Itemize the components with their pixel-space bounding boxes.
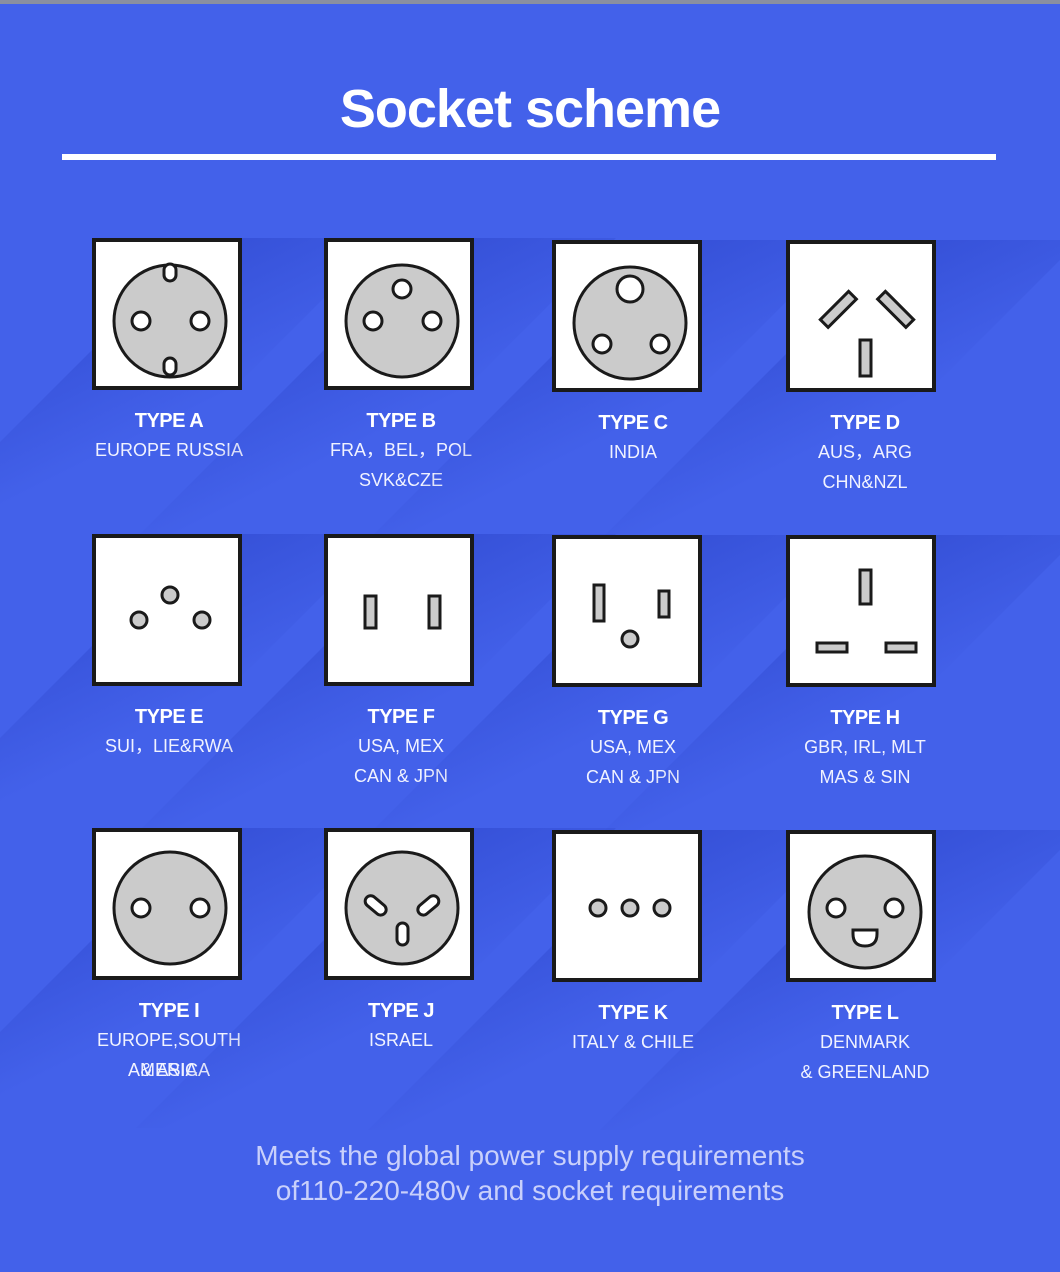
socket-countries: DENMARK <box>819 1032 910 1052</box>
page-title: Socket scheme <box>339 79 721 139</box>
socket-type-i-icon <box>92 828 242 980</box>
socket-countries: & GREENLAND <box>800 1062 930 1082</box>
socket-type-g-icon <box>552 535 702 687</box>
socket-countries: SUI，LIE&RWA <box>104 736 234 756</box>
socket-type-label: TYPE F <box>367 706 435 728</box>
socket-type-label: TYPE K <box>598 1002 668 1024</box>
socket-countries: ITALY & CHILE <box>571 1032 695 1052</box>
socket-countries: MAS & SIN <box>819 767 911 787</box>
socket-countries: EUROPE RUSSIA <box>94 440 244 460</box>
socket-type-f-icon <box>324 534 474 686</box>
title-underline <box>62 154 996 160</box>
socket-type-h-icon <box>786 535 936 687</box>
socket-countries: CAN & JPN <box>353 766 449 786</box>
socket-type-k-icon <box>552 830 702 982</box>
socket-type-label: TYPE L <box>831 1002 899 1024</box>
socket-type-label: TYPE C <box>598 412 668 434</box>
socket-countries: USA, MEX <box>589 737 677 757</box>
footer-note: Meets the global power supply requiremen… <box>0 1138 1060 1208</box>
socket-countries: CHN&NZL <box>822 472 908 492</box>
socket-countries: EUROPE,SOUTH AMERICA <box>96 1030 242 1080</box>
socket-countries: ISRAEL <box>368 1030 434 1050</box>
socket-type-label: TYPE D <box>830 412 900 434</box>
socket-countries: FRA，BEL，POL <box>329 440 473 460</box>
socket-type-c-icon <box>552 240 702 392</box>
socket-countries: AUS，ARG <box>817 442 913 462</box>
socket-countries: CAN & JPN <box>585 767 681 787</box>
socket-type-d-icon <box>786 240 936 392</box>
socket-type-e-icon <box>92 534 242 686</box>
footer-line-2: of110-220-480v and socket requirements <box>275 1175 785 1206</box>
socket-type-label: TYPE A <box>134 410 204 432</box>
socket-countries: & ASIA <box>140 1060 198 1080</box>
top-border <box>0 0 1060 4</box>
socket-countries: INDIA <box>608 442 657 462</box>
socket-type-label: TYPE G <box>597 707 669 729</box>
socket-countries: SVK&CZE <box>358 470 444 490</box>
socket-countries: GBR, IRL, MLT <box>804 737 926 757</box>
socket-type-label: TYPE E <box>134 706 204 728</box>
socket-type-b-icon <box>324 238 474 390</box>
socket-type-l-icon <box>786 830 936 982</box>
socket-type-a-icon <box>92 238 242 390</box>
socket-countries: USA, MEX <box>357 736 445 756</box>
socket-type-j-icon <box>324 828 474 980</box>
socket-type-label: TYPE H <box>830 707 900 729</box>
socket-type-label: TYPE I <box>138 1000 200 1022</box>
socket-type-label: TYPE J <box>368 1000 434 1022</box>
footer-line-1: Meets the global power supply requiremen… <box>255 1140 805 1171</box>
socket-type-label: TYPE B <box>366 410 436 432</box>
